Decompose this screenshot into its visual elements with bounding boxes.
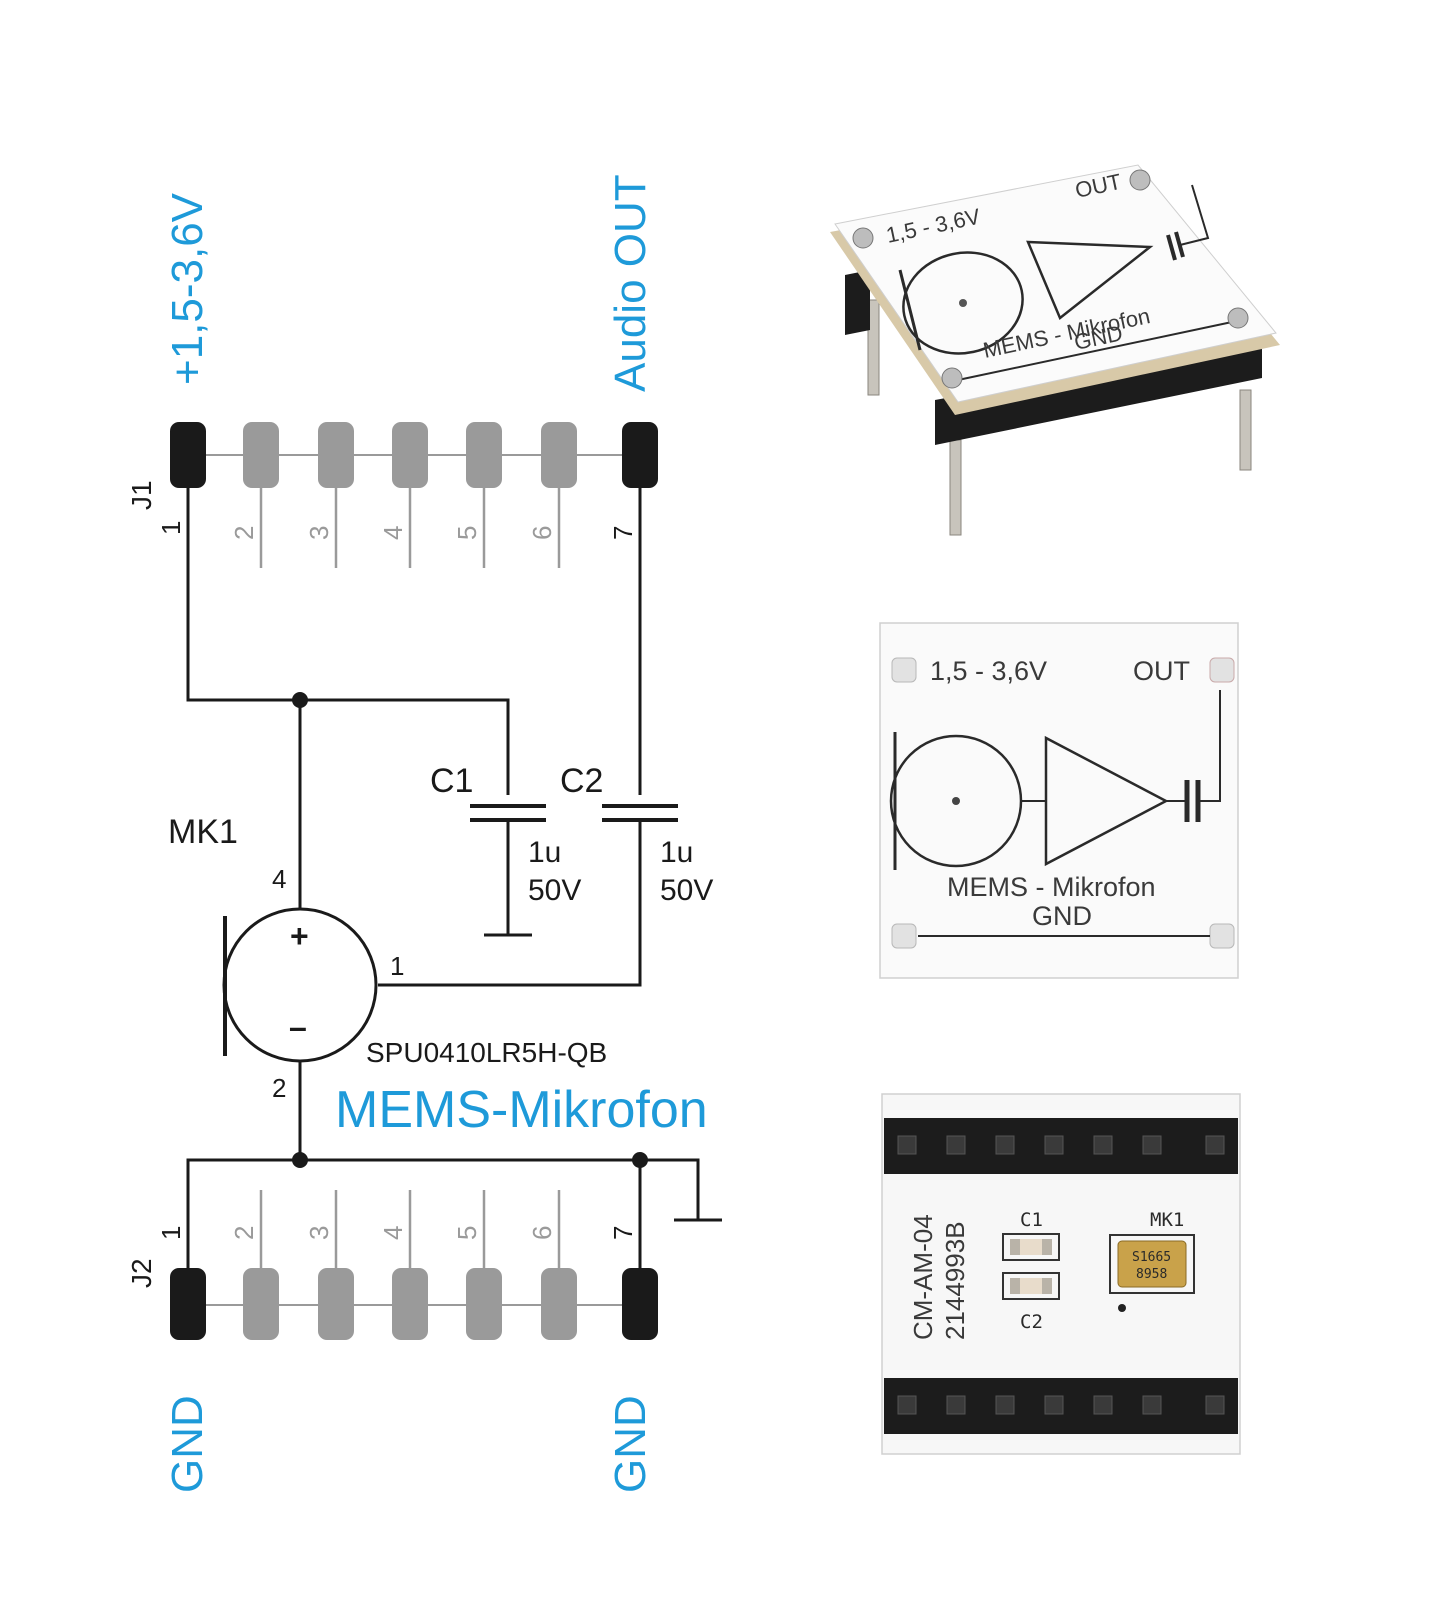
j2-pin-number-4: 4 — [378, 1226, 408, 1240]
connector-j1: J1 1 2 3 4 5 6 7 — [126, 422, 658, 568]
c1-designator: C1 — [430, 762, 473, 800]
j1-pin-number-5: 5 — [452, 526, 482, 540]
j1-pin-6 — [541, 422, 577, 488]
bottom-c2-silk: C2 — [1020, 1311, 1043, 1333]
schematic: +1,5-3,6V Audio OUT GND GND J1 1 2 3 — [126, 174, 722, 1493]
junction-dot — [292, 1152, 308, 1168]
j2-pin-7 — [622, 1268, 658, 1340]
chip-marking-line2: 8958 — [1136, 1267, 1167, 1282]
wires — [186, 488, 722, 1268]
bottom-model-silk: CM-AM-04 — [908, 1214, 938, 1340]
j2-pin-number-5: 5 — [452, 1226, 482, 1240]
module-photo-angled: 1,5 - 3,6V OUT MEMS - Mikrofon GND — [830, 164, 1280, 536]
bottom-part-silk: 2144993B — [940, 1221, 970, 1340]
mk1-pin-4: 4 — [272, 864, 286, 894]
capacitor-c2: C2 1u 50V — [560, 762, 713, 907]
j1-pin-number-1: 1 — [156, 521, 186, 535]
gnd-right-label: GND — [606, 1395, 655, 1493]
j1-pin-3 — [318, 422, 354, 488]
j1-pin-number-4: 4 — [378, 526, 408, 540]
j1-pin-number-3: 3 — [304, 526, 334, 540]
j1-pin-number-7: 7 — [608, 526, 638, 540]
mk1-pin-2: 2 — [272, 1073, 286, 1103]
mk1-part-number: SPU0410LR5H-QB — [366, 1037, 607, 1068]
j2-pin-number-6: 6 — [527, 1226, 557, 1240]
j1-pin-number-2: 2 — [229, 526, 259, 540]
j2-pin-number-7: 7 — [608, 1226, 638, 1240]
module-photo-top: 1,5 - 3,6V OUT MEMS - Mikrofon GND — [879, 622, 1239, 979]
j1-pin-1 — [170, 422, 206, 488]
j2-pin-3 — [318, 1268, 354, 1340]
j1-pin-number-6: 6 — [527, 526, 557, 540]
microphone-mk1: + – MK1 4 1 2 SPU0410LR5H-QB — [168, 813, 607, 1103]
module-photo-bottom: CM-AM-04 2144993B C1 C2 MK1 S1665 8958 — [881, 1093, 1241, 1455]
top-mems-silk: MEMS - Mikrofon — [947, 872, 1156, 902]
j2-pin-5 — [466, 1268, 502, 1340]
j2-pin-number-2: 2 — [229, 1226, 259, 1240]
bottom-c1-silk: C1 — [1020, 1209, 1043, 1231]
junction-dot — [632, 1152, 648, 1168]
j2-pin-6 — [541, 1268, 577, 1340]
j2-pin-2 — [243, 1268, 279, 1340]
bottom-mk1-silk: MK1 — [1150, 1209, 1184, 1231]
j1-designator: J1 — [126, 480, 157, 510]
mk1-designator: MK1 — [168, 813, 238, 851]
j1-pin-7 — [622, 422, 658, 488]
capacitor-c1: C1 1u 50V — [430, 762, 581, 907]
mk1-minus-sign: – — [289, 1009, 307, 1045]
c2-designator: C2 — [560, 762, 603, 800]
c2-value: 1u — [660, 836, 693, 869]
top-supply-silk: 1,5 - 3,6V — [930, 656, 1047, 686]
j1-pin-4 — [392, 422, 428, 488]
mk1-plus-sign: + — [290, 918, 309, 954]
j2-pin-number-1: 1 — [156, 1226, 186, 1240]
j2-pin-number-3: 3 — [304, 1226, 334, 1240]
c1-value: 1u — [528, 836, 561, 869]
j1-pin-2 — [243, 422, 279, 488]
junction-dot — [292, 692, 308, 708]
j1-pin-5 — [466, 422, 502, 488]
c2-voltage: 50V — [660, 874, 713, 907]
top-out-silk: OUT — [1133, 656, 1190, 686]
c1-voltage: 50V — [528, 874, 581, 907]
audio-out-label: Audio OUT — [606, 174, 655, 392]
j2-pin-4 — [392, 1268, 428, 1340]
schematic-title: MEMS-Mikrofon — [335, 1081, 708, 1139]
supply-voltage-label: +1,5-3,6V — [163, 192, 212, 385]
mk1-pin-1: 1 — [390, 951, 404, 981]
top-gnd-silk: GND — [1032, 901, 1092, 931]
j2-pin-1 — [170, 1268, 206, 1340]
gnd-left-label: GND — [163, 1395, 212, 1493]
j2-designator: J2 — [126, 1258, 157, 1288]
chip-marking-line1: S1665 — [1132, 1250, 1171, 1265]
connector-j2: J2 1 2 3 4 5 6 7 — [126, 1190, 658, 1340]
